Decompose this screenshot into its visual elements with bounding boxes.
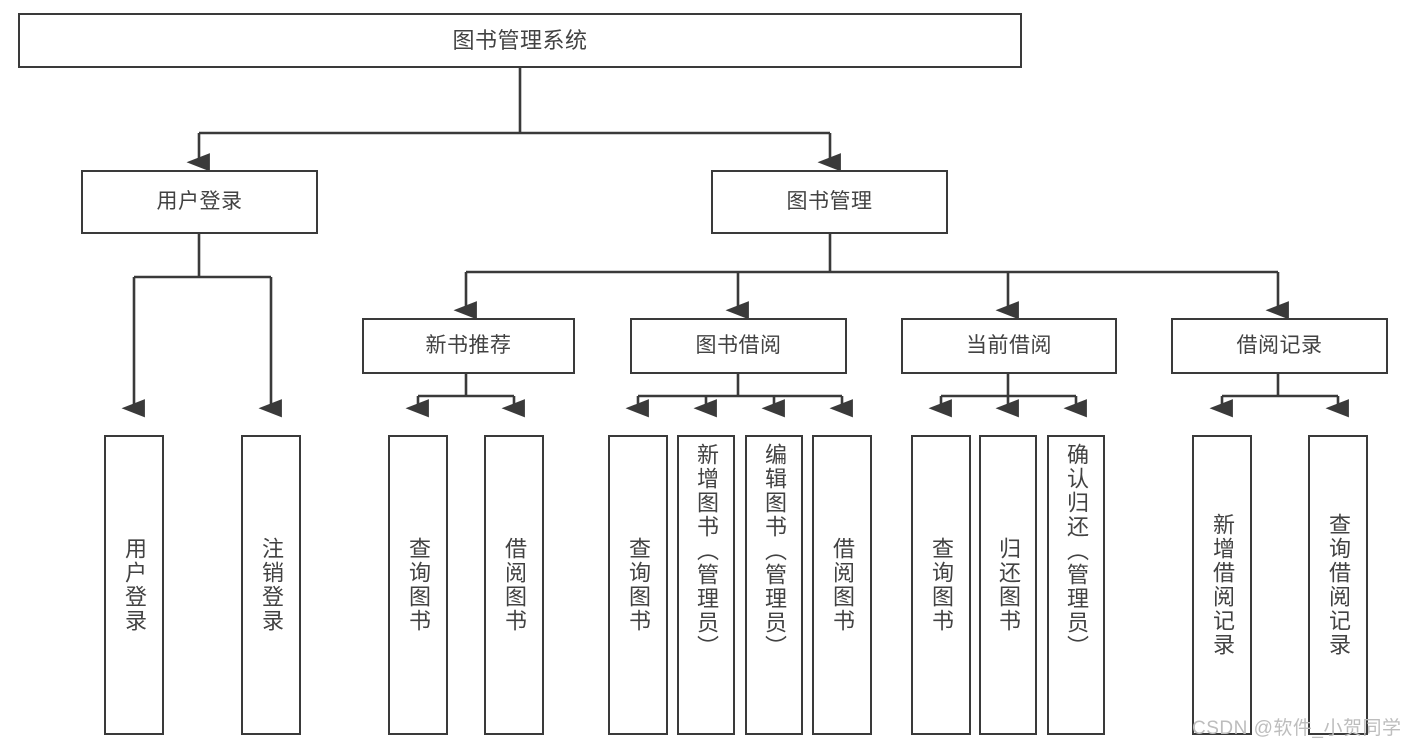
node-root[interactable]: 图书管理系统 [18, 13, 1022, 68]
node-leaf-query-book-1-label: 查询图书 [406, 537, 431, 633]
node-leaf-query-book-1[interactable]: 查询图书 [388, 435, 448, 735]
node-leaf-logout-label: 注销登录 [259, 537, 284, 633]
node-new-book-rec[interactable]: 新书推荐 [362, 318, 575, 374]
node-leaf-add-record-label: 新增借阅记录 [1210, 513, 1235, 657]
node-leaf-query-book-3-label: 查询图书 [929, 537, 954, 633]
node-leaf-return-book[interactable]: 归还图书 [979, 435, 1037, 735]
node-user-login[interactable]: 用户登录 [81, 170, 318, 234]
node-new-book-rec-label: 新书推荐 [425, 333, 512, 357]
node-book-borrow[interactable]: 图书借阅 [630, 318, 847, 374]
node-leaf-query-record-label: 查询借阅记录 [1326, 513, 1351, 657]
node-leaf-borrow-book-1[interactable]: 借阅图书 [484, 435, 544, 735]
node-leaf-borrow-book-2-label: 借阅图书 [830, 537, 855, 633]
node-leaf-add-book[interactable]: 新增图书（管理员） [677, 435, 735, 735]
node-user-login-label: 用户登录 [156, 189, 243, 213]
node-root-label: 图书管理系统 [452, 27, 588, 53]
node-leaf-confirm-return-label: 确认归还（管理员） [1064, 443, 1089, 659]
node-book-manage-label: 图书管理 [786, 189, 873, 213]
node-leaf-add-book-label: 新增图书（管理员） [694, 443, 719, 659]
node-leaf-edit-book-label: 编辑图书（管理员） [762, 443, 787, 659]
node-leaf-borrow-book-1-label: 借阅图书 [502, 537, 527, 633]
node-leaf-query-record[interactable]: 查询借阅记录 [1308, 435, 1368, 735]
node-leaf-confirm-return[interactable]: 确认归还（管理员） [1047, 435, 1105, 735]
node-leaf-logout[interactable]: 注销登录 [241, 435, 301, 735]
node-borrow-record[interactable]: 借阅记录 [1171, 318, 1388, 374]
node-leaf-query-book-2[interactable]: 查询图书 [608, 435, 668, 735]
node-leaf-edit-book[interactable]: 编辑图书（管理员） [745, 435, 803, 735]
node-book-borrow-label: 图书借阅 [695, 333, 782, 357]
node-leaf-add-record[interactable]: 新增借阅记录 [1192, 435, 1252, 735]
node-leaf-query-book-3[interactable]: 查询图书 [911, 435, 971, 735]
node-leaf-query-book-2-label: 查询图书 [626, 537, 651, 633]
node-leaf-user-login-label: 用户登录 [122, 537, 147, 633]
node-current-borrow[interactable]: 当前借阅 [901, 318, 1117, 374]
node-current-borrow-label: 当前借阅 [966, 333, 1052, 357]
node-leaf-borrow-book-2[interactable]: 借阅图书 [812, 435, 872, 735]
node-leaf-return-book-label: 归还图书 [996, 537, 1021, 633]
node-borrow-record-label: 借阅记录 [1236, 333, 1323, 357]
node-book-manage[interactable]: 图书管理 [711, 170, 948, 234]
node-leaf-user-login[interactable]: 用户登录 [104, 435, 164, 735]
